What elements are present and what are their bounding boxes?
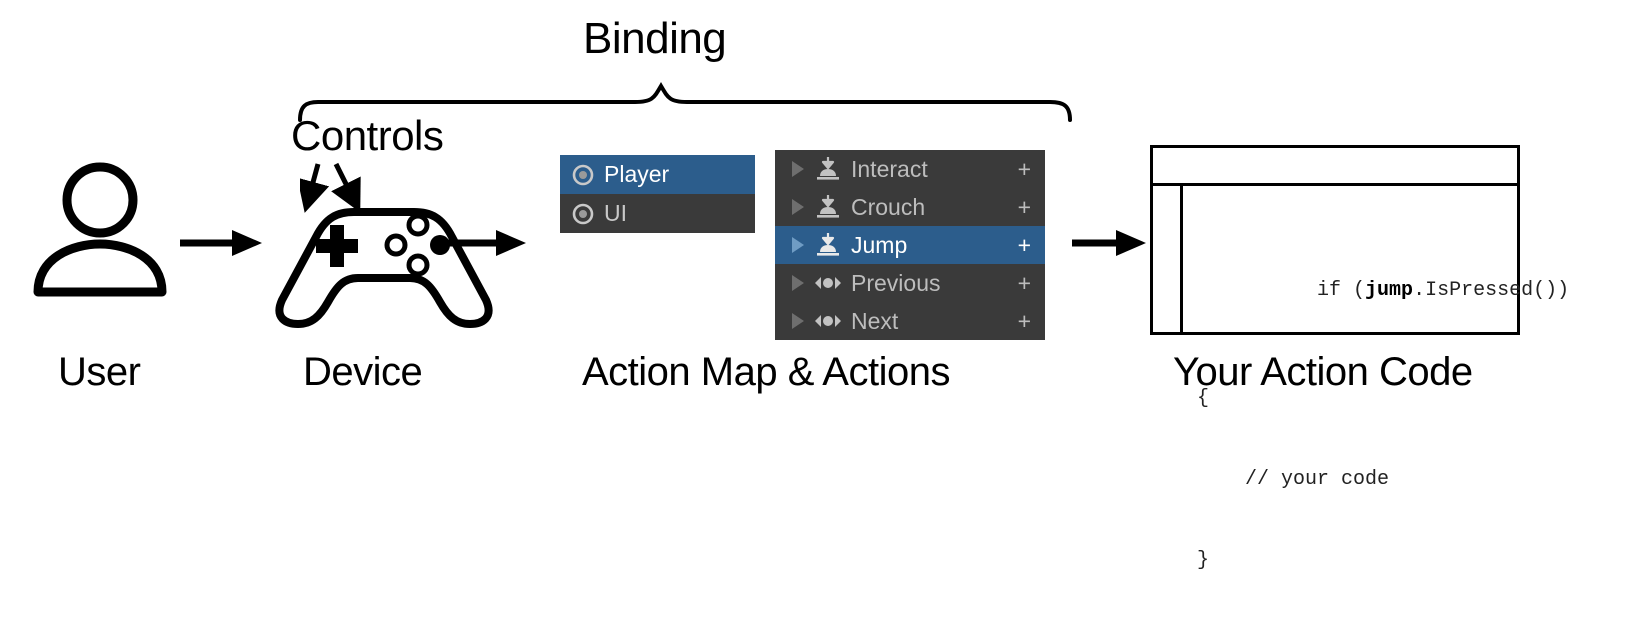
code-window-body: if (jump.IsPressed()) { // your code } (1153, 186, 1569, 572)
code-line-pre: { (1197, 387, 1210, 410)
action-maps-list[interactable]: Player UI (560, 155, 755, 233)
axis-1d-icon (811, 274, 845, 292)
action-row-label: Previous (851, 269, 941, 296)
caption-your-action-code: Your Action Code (1173, 350, 1473, 394)
button-press-icon (811, 156, 845, 182)
code-line-post: .IsPressed()) (1413, 279, 1570, 302)
code-line-bold: jump (1365, 279, 1414, 302)
code-editor-window[interactable]: if (jump.IsPressed()) { // your code } (1150, 145, 1569, 572)
add-binding-button[interactable]: + (1017, 269, 1031, 296)
diagram-canvas: Binding Controls (33, 14, 1569, 572)
caption-user: User (58, 350, 141, 394)
axis-1d-icon (811, 312, 845, 330)
action-row-jump[interactable]: Jump + (775, 226, 1045, 264)
action-map-icon (572, 164, 594, 185)
code-line: if (jump.IsPressed()) (1197, 250, 1569, 331)
code-line-pre: } (1197, 549, 1210, 572)
binding-label: Binding (583, 14, 727, 63)
action-row-crouch[interactable]: Crouch + (775, 188, 1045, 226)
chevron-right-icon[interactable] (785, 198, 811, 216)
arrow-right-icon (180, 230, 262, 256)
arrow-diagonal-icon (300, 162, 361, 213)
action-map-icon (572, 203, 594, 224)
action-row-label: Crouch (851, 193, 926, 220)
code-line: } (1197, 547, 1569, 574)
code-gutter (1153, 186, 1183, 332)
code-line: { (1197, 385, 1569, 412)
action-row-label: Interact (851, 155, 928, 182)
action-map-item-label: UI (604, 200, 627, 226)
chevron-right-icon[interactable] (785, 274, 811, 292)
add-binding-button[interactable]: + (1017, 155, 1031, 182)
controls-label: Controls (291, 112, 444, 159)
arrow-right-icon (1072, 230, 1146, 256)
caption-action-map-actions: Action Map & Actions (582, 350, 950, 394)
action-row-next[interactable]: Next + (775, 302, 1045, 340)
code-line-pre: if ( (1317, 279, 1366, 302)
action-map-item-label: Player (604, 161, 670, 187)
caption-device: Device (303, 350, 423, 394)
chevron-right-icon[interactable] (785, 236, 811, 254)
add-binding-button[interactable]: + (1017, 307, 1031, 334)
code-window-titlebar (1153, 148, 1517, 186)
arrow-right-icon (442, 230, 526, 256)
action-row-label: Jump (851, 231, 908, 258)
code-content[interactable]: if (jump.IsPressed()) { // your code } (1183, 186, 1569, 572)
action-map-item-player[interactable]: Player (560, 155, 755, 194)
actions-list[interactable]: Interact + Crouch + (775, 150, 1045, 340)
chevron-right-icon[interactable] (785, 312, 811, 330)
user-person-icon (33, 162, 167, 297)
action-row-label: Next (851, 307, 899, 334)
action-map-item-ui[interactable]: UI (560, 194, 755, 233)
code-line-pre: // your code (1197, 468, 1390, 491)
action-row-previous[interactable]: Previous + (775, 264, 1045, 302)
action-row-interact[interactable]: Interact + (775, 150, 1045, 188)
chevron-right-icon[interactable] (785, 160, 811, 178)
code-line: // your code (1197, 466, 1569, 493)
add-binding-button[interactable]: + (1017, 231, 1031, 258)
button-press-icon (811, 232, 845, 258)
gamepad-controller-icon (275, 208, 493, 328)
add-binding-button[interactable]: + (1017, 193, 1031, 220)
brace-icon (298, 82, 1072, 122)
button-press-icon (811, 194, 845, 220)
